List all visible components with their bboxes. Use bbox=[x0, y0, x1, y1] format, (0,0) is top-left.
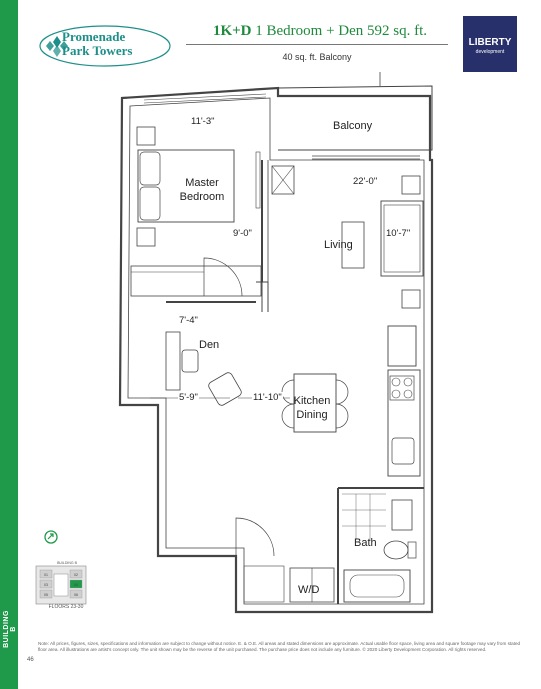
bedroom-width-dim: 11'-3" bbox=[190, 116, 216, 127]
keyplan-building-label: BUILDING B bbox=[57, 561, 77, 565]
unit-title: 1K+D 1 Bedroom + Den 592 sq. ft. bbox=[190, 23, 450, 40]
window-top bbox=[143, 93, 267, 101]
living-depth-dim: 10'-7" bbox=[385, 228, 412, 239]
logo-line-1: Promenade bbox=[62, 29, 126, 44]
living-label: Living bbox=[324, 239, 353, 251]
kitchen-dining-label: Kitchen Dining bbox=[290, 394, 334, 422]
keyplan-unit-label: 01 bbox=[44, 573, 48, 577]
diamond-emblem-icon bbox=[46, 36, 68, 57]
bed bbox=[137, 149, 235, 223]
developer-name: LIBERTY bbox=[468, 37, 512, 48]
logo-line-2: Park Towers bbox=[62, 43, 133, 58]
keyplan-unit-label: 05 bbox=[44, 593, 48, 597]
keyplan-unit-label: 06 bbox=[74, 593, 78, 597]
title-divider bbox=[186, 44, 448, 45]
laundry-label: W/D bbox=[298, 584, 320, 596]
den-depth-dim: 5'-9" bbox=[178, 392, 199, 403]
key-plan: 01 02 03 04 05 06 bbox=[35, 565, 87, 605]
page-number: 46 bbox=[27, 657, 34, 663]
bathroom-tile bbox=[342, 493, 386, 540]
den-desk bbox=[165, 331, 181, 391]
developer-logo: LIBERTY development bbox=[463, 16, 517, 72]
den-label: Den bbox=[199, 339, 220, 351]
master-bedroom-label-line-1: Master bbox=[185, 177, 219, 189]
master-bedroom-label-line-2: Bedroom bbox=[179, 191, 225, 203]
nightstand bbox=[136, 126, 156, 146]
sofa bbox=[380, 200, 424, 277]
keyplan-unit-label: 04 bbox=[74, 583, 78, 587]
stove bbox=[389, 375, 415, 401]
unit-description: 1 Bedroom + Den 592 sq. ft. bbox=[255, 23, 428, 39]
bedroom-depth-dim: 9'-0" bbox=[232, 228, 253, 239]
balcony-rail bbox=[277, 85, 433, 151]
balcony-label: Balcony bbox=[333, 120, 373, 132]
disclaimer-text: Note: All prices, figures, sizes, specif… bbox=[38, 641, 521, 652]
kitchen-length-dim: 11'-10" bbox=[252, 392, 283, 403]
coffee-table bbox=[341, 221, 365, 269]
den-chair bbox=[181, 349, 199, 373]
balcony-area-note: 40 sq. ft. Balcony bbox=[282, 52, 352, 62]
vanity bbox=[391, 499, 413, 531]
kitchen-sink bbox=[391, 437, 415, 465]
entry-door-swing bbox=[235, 517, 275, 557]
living-width-dim: 22'-0" bbox=[352, 176, 379, 187]
keyplan-highlight-unit bbox=[69, 579, 83, 589]
lounge-chair bbox=[208, 372, 242, 406]
dining-table bbox=[293, 373, 337, 433]
developer-tagline: development bbox=[475, 49, 505, 55]
project-logo bbox=[39, 25, 171, 67]
keyplan-floors-label: FLOORS 23-30 bbox=[48, 604, 84, 610]
den-width-dim: 7'-4" bbox=[178, 315, 199, 326]
north-arrow-icon bbox=[44, 530, 58, 544]
interior-outline bbox=[127, 97, 425, 605]
mechanical-box bbox=[271, 165, 295, 195]
side-table bbox=[401, 175, 421, 195]
bathtub bbox=[343, 569, 411, 603]
master-bedroom-label: Master Bedroom bbox=[175, 176, 229, 204]
exterior-wall bbox=[118, 86, 434, 614]
kitchen-label: Kitchen bbox=[293, 395, 331, 407]
keyplan-unit-label: 03 bbox=[44, 583, 48, 587]
bath-label: Bath bbox=[354, 537, 377, 549]
project-logo-text: Promenade Park Towers bbox=[62, 30, 172, 58]
toilet bbox=[383, 540, 409, 560]
kitchen-counter bbox=[387, 369, 421, 477]
fridge bbox=[387, 325, 417, 367]
building-sidebar: BUILDING B bbox=[0, 0, 18, 689]
unit-code: 1K+D bbox=[212, 23, 252, 39]
bedroom-closet bbox=[130, 265, 262, 297]
keyplan-unit-label: 02 bbox=[74, 573, 78, 577]
wardrobe-panel bbox=[255, 151, 261, 209]
dining-label: Dining bbox=[296, 409, 328, 421]
bedroom-door-swing bbox=[203, 257, 243, 297]
